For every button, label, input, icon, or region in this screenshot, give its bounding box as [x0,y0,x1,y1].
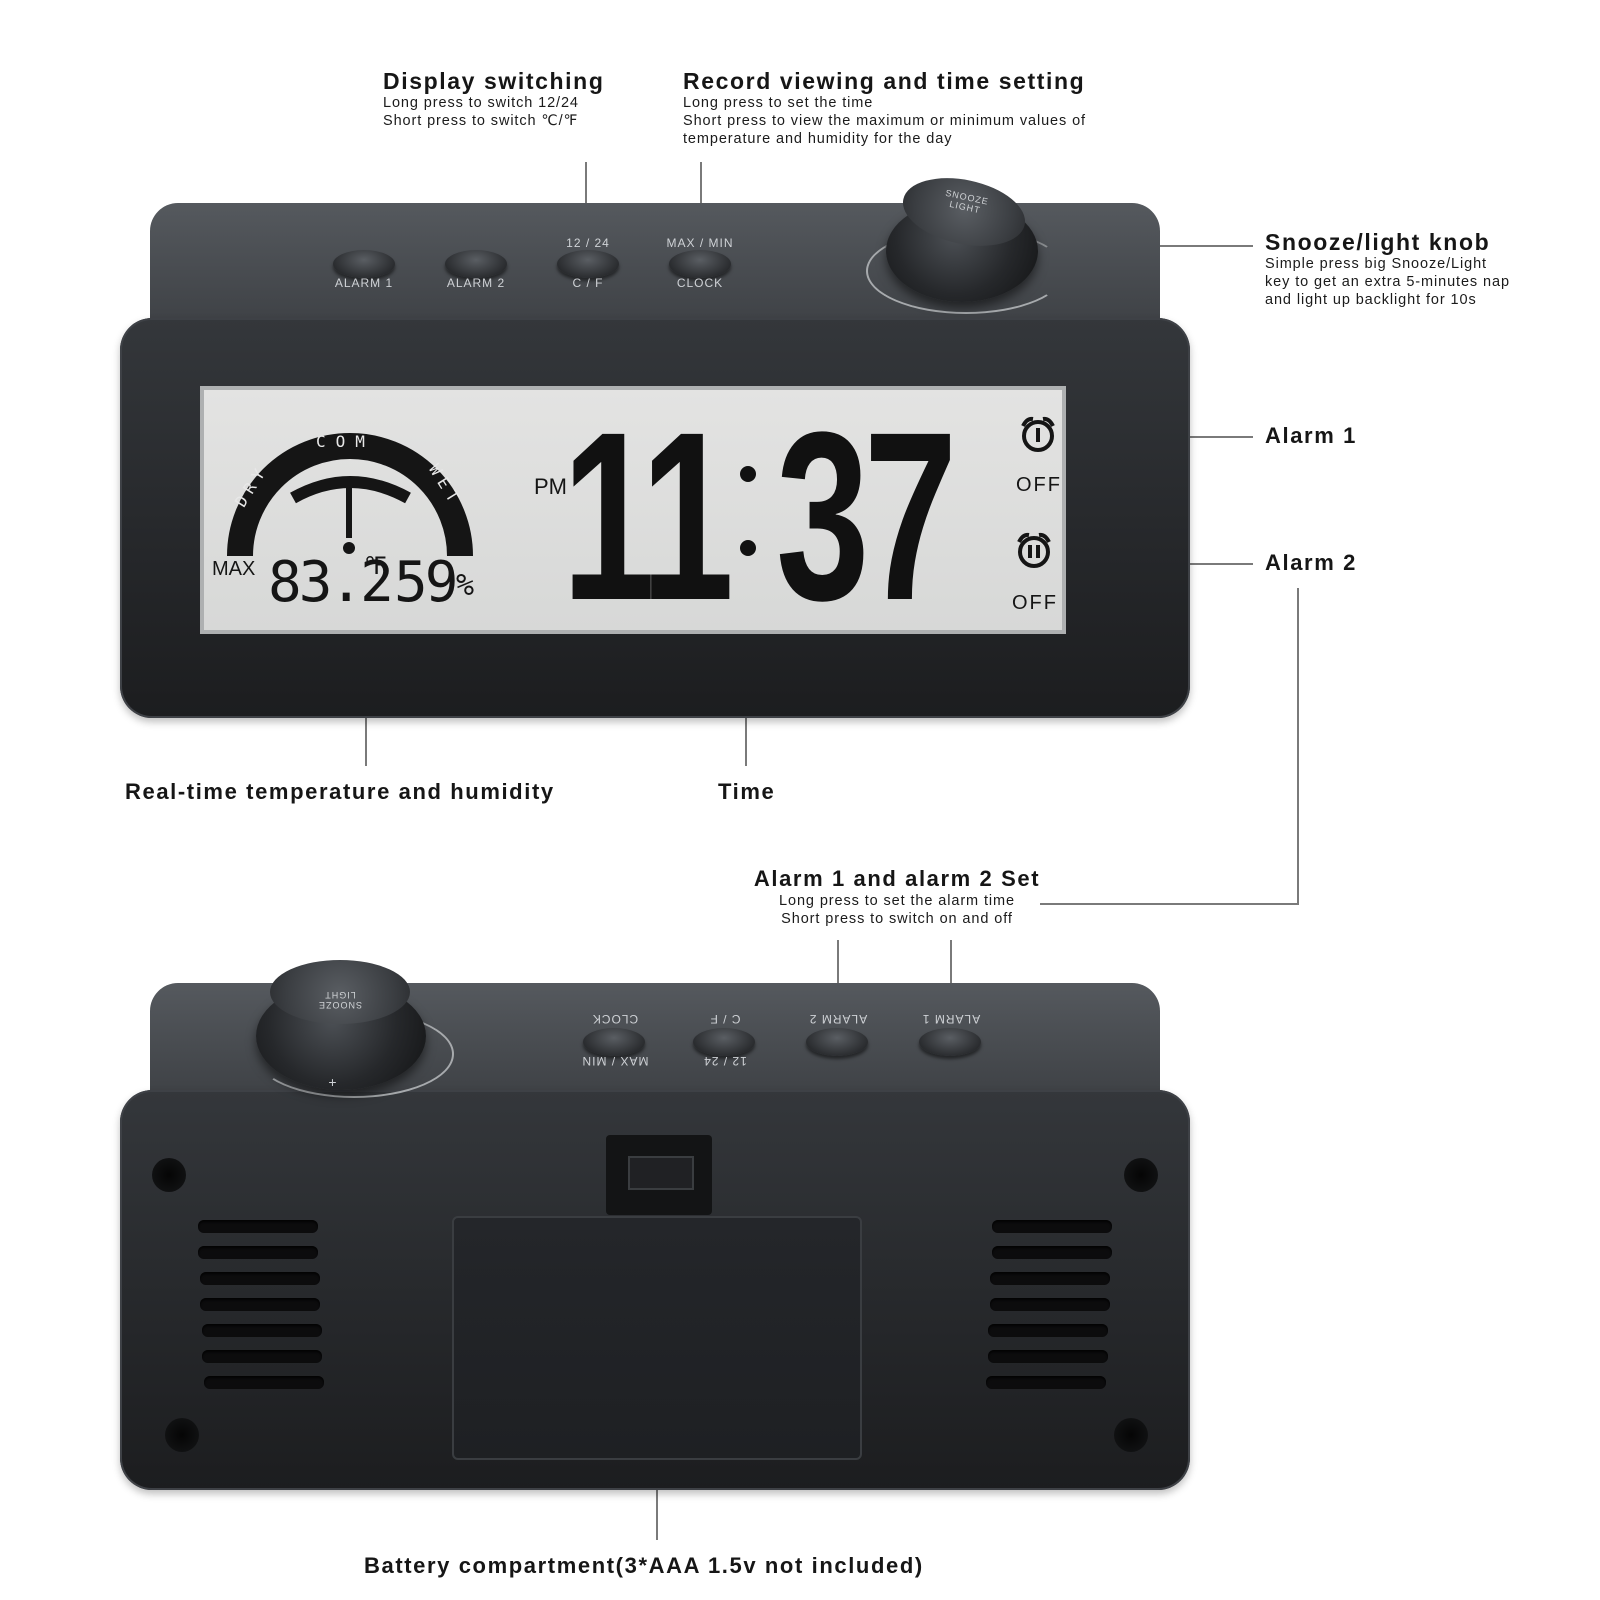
speaker-vent [198,1246,318,1259]
back-alarm-2-button[interactable] [806,1028,868,1056]
callout-line: Simple press big Snooze/Light [1265,256,1487,272]
callout-realtime: Real-time temperature and humidity [125,779,555,804]
back-snooze-knob-top: SNOOZE LIGHT [270,960,410,1024]
callout-line: Long press to set the time [683,95,874,111]
callout-title: Alarm 1 and alarm 2 Set [753,866,1041,891]
comfort-com: COM [316,432,375,451]
callout-line: Short press to switch ℃/℉ [383,113,579,129]
alarm-2-label: ALARM 2 [446,276,506,290]
speaker-vent [992,1246,1112,1259]
speaker-vent [204,1376,324,1389]
callout-alarm-1: Alarm 1 [1265,423,1357,448]
speaker-vent [202,1350,322,1363]
max-min-label: MAX / MIN [666,236,734,250]
callout-alarm-2: Alarm 2 [1265,550,1357,575]
callout-display-switching: Display switching Long press to switch 1… [383,68,604,130]
speaker-vent [200,1272,320,1285]
screw-hole [152,1158,186,1192]
back-alarm-2-label: ALARM 2 [808,1012,868,1026]
leader-line [1040,903,1299,905]
back-alarm-1-label: ALARM 1 [921,1012,981,1026]
colon-dot-top [740,466,756,482]
lcd-display: DRY COM WET MAX 83.2 ℉ 59 % PM 11 37 OFF… [200,382,1066,650]
max-min-clock-button[interactable] [669,250,731,278]
comfort-pointer [346,482,352,538]
speaker-vent [990,1298,1110,1311]
callout-line: key to get an extra 5-minutes nap [1265,274,1510,290]
temperature-value: 83.2 [268,550,394,615]
alarm-2-state: OFF [1012,592,1058,614]
alarm-2-icon [1017,532,1051,568]
screw-hole [1124,1158,1158,1192]
back-max-min-label: MAX / MIN [581,1054,649,1068]
callout-line: Long press to set the alarm time [779,893,1015,909]
cf-label: C / F [572,276,604,290]
speaker-vent [992,1220,1112,1233]
callout-title: Snooze/light knob [1265,229,1491,255]
max-label: MAX [212,558,256,580]
comfort-pointer-dot [343,542,355,554]
back-12-24-label: 12 / 24 [703,1054,747,1068]
screw-hole [1114,1418,1148,1452]
alarm-1-button[interactable] [333,250,395,278]
back-max-min-clock-button[interactable] [583,1028,645,1056]
back-cf-label: C / F [709,1012,741,1026]
back-clock-label: CLOCK [591,1012,639,1026]
alarm-1-label: ALARM 1 [334,276,394,290]
callout-record-viewing: Record viewing and time setting Long pre… [683,68,1086,148]
screw-hole [165,1418,199,1452]
callout-line: temperature and humidity for the day [683,131,953,147]
colon-dot-bottom [740,540,756,556]
callout-alarm-set: Alarm 1 and alarm 2 Set Long press to se… [738,866,1056,928]
alarm-1-icon [1021,416,1055,452]
callout-line: Long press to switch 12/24 [383,95,579,111]
temperature-unit: ℉ [364,552,387,580]
12-24-cf-button[interactable] [557,250,619,278]
callout-line: and light up backlight for 10s [1265,292,1477,308]
back-alarm-1-button[interactable] [919,1028,981,1056]
speaker-vent [200,1298,320,1311]
callout-line: Short press to view the maximum or minim… [683,113,1086,129]
knob-label-snooze: SNOOZE [318,1000,363,1010]
speaker-vent [990,1272,1110,1285]
back-plus-label: + [328,1074,338,1090]
knob-label-light: LIGHT [324,990,356,1000]
hour-digits: 11 [562,382,734,650]
callout-battery: Battery compartment(3*AAA 1.5v not inclu… [364,1553,924,1578]
callout-title: Display switching [383,68,605,94]
callout-line: Short press to switch on and off [781,911,1013,927]
humidity-value: 59 [394,550,458,615]
speaker-vent [988,1350,1108,1363]
battery-compartment-cover[interactable] [452,1216,862,1460]
alarm-2-button[interactable] [445,250,507,278]
12-24-label: 12 / 24 [566,236,610,250]
speaker-vent [202,1324,322,1337]
clock-label: CLOCK [676,276,724,290]
speaker-vent [198,1220,318,1233]
speaker-vent [986,1376,1106,1389]
alarm-1-state: OFF [1016,474,1062,496]
speaker-vent [988,1324,1108,1337]
minute-digits: 37 [776,382,957,650]
humidity-unit: % [456,568,475,603]
back-12-24-cf-button[interactable] [693,1028,755,1056]
callout-title: Record viewing and time setting [683,68,1086,94]
callout-snooze-knob: Snooze/light knob Simple press big Snooz… [1265,229,1510,309]
leader-line [1297,588,1299,905]
kickstand-latch [628,1156,694,1190]
am-pm-indicator: PM [534,474,567,499]
callout-time: Time [718,779,776,804]
